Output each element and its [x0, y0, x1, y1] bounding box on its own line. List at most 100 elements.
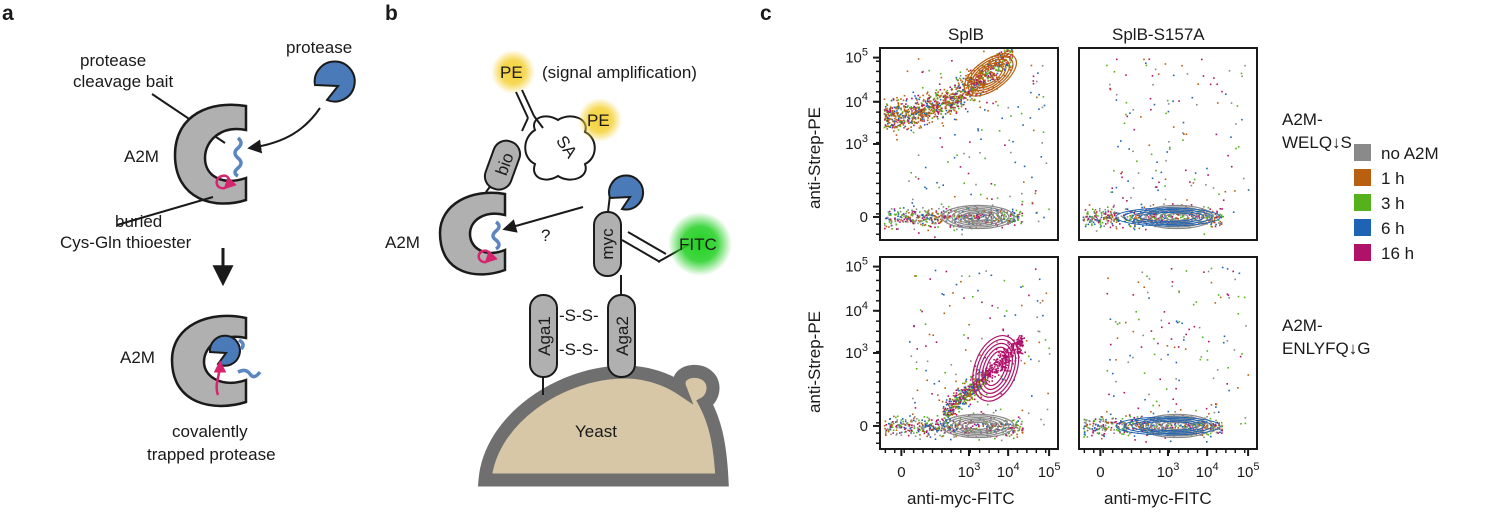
data-point	[920, 214, 923, 216]
data-point	[1113, 220, 1115, 222]
data-point	[959, 100, 961, 103]
data-point	[968, 275, 971, 278]
data-point	[1115, 99, 1118, 101]
data-point	[1102, 424, 1105, 426]
data-point	[923, 109, 926, 112]
data-point	[911, 120, 913, 122]
x-tick-label: 103	[958, 461, 981, 481]
data-point	[923, 416, 926, 418]
data-point	[973, 398, 976, 401]
data-point	[1211, 210, 1214, 213]
data-point	[1002, 357, 1004, 360]
data-point	[1127, 180, 1129, 182]
data-point	[1208, 413, 1210, 415]
data-point	[930, 424, 932, 426]
data-point	[970, 394, 973, 396]
panel-c: c SplB SplB-S157A anti-Strep-PE anti-Str…	[760, 2, 1439, 508]
data-point	[1226, 293, 1229, 295]
data-point	[1170, 338, 1173, 340]
data-point	[905, 114, 907, 117]
data-point	[952, 406, 955, 409]
data-point	[950, 407, 952, 409]
data-point	[1213, 411, 1216, 414]
data-point	[897, 211, 899, 213]
data-point	[962, 77, 965, 80]
data-point	[921, 114, 923, 116]
data-point	[1175, 378, 1177, 380]
data-point	[897, 119, 900, 122]
data-point	[970, 375, 972, 378]
data-point	[971, 396, 973, 398]
data-point	[961, 427, 963, 430]
data-point	[982, 412, 984, 415]
data-point	[1226, 383, 1228, 385]
data-point	[945, 207, 948, 210]
data-point	[967, 422, 970, 424]
data-point	[1012, 45, 1014, 47]
data-point	[916, 427, 919, 429]
data-point	[889, 427, 891, 430]
data-point	[908, 218, 911, 221]
data-point	[1105, 418, 1107, 421]
data-point	[1179, 214, 1181, 216]
data-point	[995, 76, 998, 78]
data-point	[902, 119, 904, 122]
row-label-enlyfq-line2: ENLYFQ↓G	[1282, 339, 1370, 358]
data-point	[940, 214, 942, 217]
data-point	[1001, 54, 1004, 56]
data-point	[1020, 349, 1022, 351]
data-point	[1119, 430, 1121, 433]
data-point	[1125, 429, 1127, 432]
data-point	[896, 96, 898, 99]
data-point	[972, 223, 974, 225]
data-point	[1095, 214, 1097, 216]
data-point	[923, 112, 926, 115]
data-point	[1227, 367, 1229, 369]
data-point	[950, 107, 952, 110]
data-point	[1090, 220, 1092, 223]
data-point	[977, 424, 980, 426]
data-point	[997, 104, 999, 107]
data-point	[949, 402, 951, 405]
data-point	[1152, 216, 1154, 219]
data-point	[987, 72, 989, 74]
data-point	[1213, 219, 1216, 221]
data-point	[966, 394, 969, 396]
data-point	[912, 221, 914, 223]
data-point	[923, 432, 926, 435]
data-point	[973, 79, 975, 82]
data-point	[987, 429, 990, 432]
data-point	[911, 117, 914, 119]
data-point	[890, 208, 893, 210]
data-point	[997, 425, 999, 428]
data-point	[1021, 343, 1023, 345]
data-point	[955, 97, 957, 100]
data-point	[930, 106, 932, 109]
data-point	[990, 274, 993, 277]
data-point	[942, 102, 944, 105]
data-point	[969, 428, 971, 431]
data-point	[1095, 230, 1098, 232]
data-point	[1011, 49, 1013, 51]
data-point	[1100, 225, 1102, 227]
data-point	[1142, 425, 1144, 428]
data-point	[945, 216, 947, 219]
data-point	[1217, 411, 1220, 413]
data-point	[913, 105, 915, 108]
data-point	[960, 101, 962, 103]
data-point	[969, 379, 972, 381]
data-point	[999, 370, 1002, 372]
data-point	[916, 122, 918, 124]
data-point	[904, 220, 907, 223]
data-point	[974, 205, 977, 207]
data-point	[989, 213, 992, 216]
data-point	[1138, 318, 1140, 321]
data-point	[1109, 226, 1112, 229]
contour-no-a2m	[1140, 413, 1214, 439]
data-point	[1110, 213, 1112, 216]
data-point	[1151, 75, 1154, 77]
data-point	[1116, 425, 1119, 427]
data-point	[1193, 216, 1195, 219]
data-point	[970, 93, 972, 96]
data-point	[1212, 423, 1214, 425]
